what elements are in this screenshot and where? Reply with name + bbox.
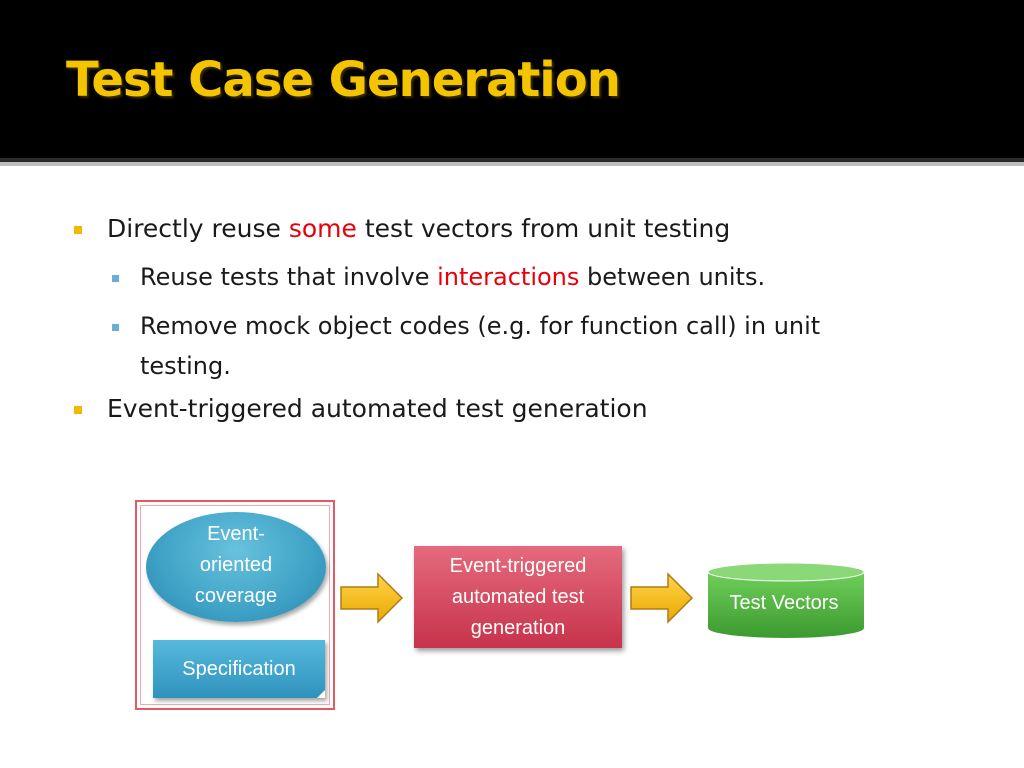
slide-content: Directly reuse some test vectors from un…: [0, 166, 1024, 768]
bullet-text: Event-triggered automated test generatio…: [107, 394, 648, 423]
specification-label: Specification: [182, 657, 296, 680]
bullet-text: testing.: [140, 352, 231, 380]
generation-process-box: Event-triggered automated test generatio…: [414, 546, 622, 648]
slide-title: Test Case Generation: [66, 52, 621, 108]
sub-bullet-item-2-continuation: testing.: [140, 352, 231, 380]
bullet-text: test vectors from unit testing: [356, 214, 731, 243]
sub-bullet-marker-square: [112, 275, 119, 282]
title-bar: Test Case Generation: [0, 0, 1024, 158]
bullet-highlight: some: [288, 214, 357, 243]
title-divider: [0, 158, 1024, 162]
test-vectors-label: Test Vectors: [729, 592, 839, 614]
bullet-text: Remove mock object codes (e.g. for funct…: [140, 312, 821, 340]
specification-box: Specification: [153, 640, 325, 698]
bullet-text: Directly reuse: [107, 214, 289, 243]
folded-corner: [317, 690, 325, 698]
coverage-label: Event- oriented coverage: [194, 522, 278, 607]
bullet-marker-square: [74, 406, 82, 414]
sub-bullet-item-1: Reuse tests that involve interactions be…: [140, 263, 765, 291]
bullet-marker-square: [74, 226, 82, 234]
bullet-highlight: interactions: [437, 263, 580, 291]
right-arrow-icon: [340, 572, 404, 624]
title-divider-light: [0, 162, 1024, 166]
right-arrow-icon: [630, 572, 694, 624]
bullet-item-1: Directly reuse some test vectors from un…: [107, 214, 730, 243]
bullet-text: Reuse tests that involve: [140, 263, 438, 291]
database-cylinder-icon: [707, 562, 865, 638]
bullet-item-2: Event-triggered automated test generatio…: [107, 394, 648, 423]
sub-bullet-item-2: Remove mock object codes (e.g. for funct…: [140, 312, 820, 340]
bullet-text: between units.: [579, 263, 766, 291]
coverage-ellipse: Event- oriented coverage: [146, 512, 326, 622]
sub-bullet-marker-square: [112, 324, 119, 331]
process-label: Event-triggered automated test generatio…: [449, 554, 587, 639]
